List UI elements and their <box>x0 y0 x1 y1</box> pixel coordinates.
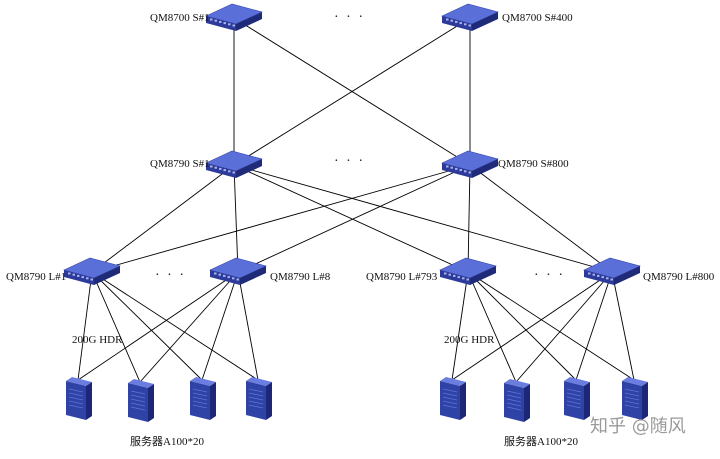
link-leaf-server <box>91 271 141 383</box>
agg-switch-1 <box>205 150 263 178</box>
spine-switch-400 <box>441 3 499 31</box>
server-2 <box>128 379 154 422</box>
leaf-switch-8 <box>209 257 267 285</box>
link-agg-leaf <box>469 164 613 273</box>
spine-switch-1 <box>205 3 263 31</box>
link-leaf-server <box>575 271 613 381</box>
agg-switch-1-label: QM8790 S#1 <box>150 158 210 170</box>
agg-ellipsis: · · · <box>334 154 365 169</box>
link-leaf-server <box>91 271 259 381</box>
watermark: 知乎 @随风 <box>590 416 686 437</box>
link-leaf-server <box>515 271 613 383</box>
agg-switch-800-label: QM8790 S#800 <box>498 158 569 170</box>
link-leaf-server <box>201 271 239 381</box>
server-6 <box>504 379 530 422</box>
device-nodes <box>63 3 648 422</box>
server-1 <box>66 377 92 420</box>
link-agg-leaf <box>233 164 469 273</box>
leaf-switch-8-label: QM8790 L#8 <box>270 271 331 283</box>
agg-switch-800 <box>441 150 499 178</box>
server-5 <box>440 377 466 420</box>
link-leaf-server <box>611 271 635 381</box>
link-speed-right-label: 200G HDR <box>444 334 495 346</box>
leaf-switch-800 <box>583 257 641 285</box>
link-agg-leaf <box>233 164 239 273</box>
link-agg-leaf <box>233 164 613 273</box>
link-leaf-server <box>451 271 613 381</box>
server-3 <box>190 377 216 420</box>
leaf-switch-1 <box>63 257 121 285</box>
link-leaf-server <box>91 271 203 381</box>
link-agg-leaf <box>467 164 471 273</box>
link-agg-leaf <box>237 164 471 273</box>
link-leaf-server <box>467 271 517 383</box>
leaf-left-ellipsis: · · · <box>155 268 186 283</box>
leaf-switch-800-label: QM8790 L#800 <box>643 271 715 283</box>
link-agg-leaf <box>91 164 235 273</box>
link-leaf-server <box>467 271 635 381</box>
spine-switch-1-label: QM8700 S#1 <box>150 12 210 24</box>
leaf-switch-793 <box>439 257 497 285</box>
link-spine-agg <box>233 17 471 166</box>
server-8 <box>622 377 648 420</box>
link-agg-leaf <box>91 164 471 273</box>
link-speed-left-label: 200G HDR <box>72 334 123 346</box>
leaf-switch-1-label: QM8790 L#1 <box>6 271 66 283</box>
server-group-left-caption: 服务器A100*20 <box>130 435 204 448</box>
connection-links <box>77 17 635 383</box>
spine-ellipsis: · · · <box>334 10 365 25</box>
leaf-switch-793-label: QM8790 L#793 <box>366 271 438 283</box>
link-leaf-server <box>237 271 259 381</box>
server-group-right-caption: 服务器A100*20 <box>504 435 578 448</box>
leaf-right-ellipsis: · · · <box>534 268 565 283</box>
server-7 <box>564 377 590 420</box>
link-leaf-server <box>77 271 93 381</box>
link-leaf-server <box>77 271 239 381</box>
link-leaf-server <box>451 271 469 381</box>
server-4 <box>246 377 272 420</box>
link-leaf-server <box>467 271 577 381</box>
spine-switch-400-label: QM8700 S#400 <box>502 12 573 24</box>
link-leaf-server <box>139 271 239 383</box>
